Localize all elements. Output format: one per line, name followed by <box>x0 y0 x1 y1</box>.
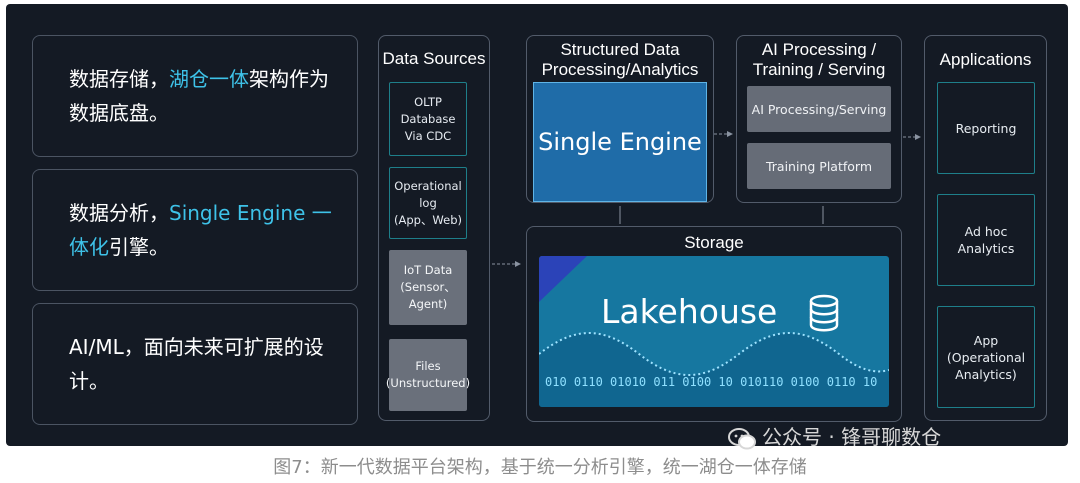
aiml-description-text: AI/ML，面向未来可扩展的设计。 <box>69 335 324 393</box>
source-oltp-database: OLTP Database Via CDC <box>389 82 467 156</box>
architecture-diagram: 数据存储，湖仓一体架构作为数据底盘。 数据分析，Single Engine 一体… <box>6 4 1068 446</box>
app-adhoc-analytics: Ad hoc Analytics <box>937 194 1035 286</box>
ai-title-line1: AI Processing / <box>761 40 877 59</box>
watermark-text: 公众号 · 锋哥聊数仓 <box>762 425 942 449</box>
storage-box: Storage Lakehouse 010 0110 01010 011 010… <box>526 226 902 422</box>
watermark: 公众号 · 锋哥聊数仓 <box>728 424 941 451</box>
source-iot-data: IoT Data (Sensor、 Agent) <box>389 250 467 325</box>
figure-caption: 图7：新一代数据平台架构，基于统一分析引擎，统一湖仓一体存储 <box>273 457 807 478</box>
storage-title: Storage <box>684 233 744 252</box>
wechat-icon <box>728 427 756 449</box>
structured-title-line1: Structured Data <box>560 40 680 59</box>
ai-processing-serving-box: AI Processing/Serving <box>747 86 891 132</box>
storage-description-panel: 数据存储，湖仓一体架构作为数据底盘。 <box>32 35 358 157</box>
ai-processing-box: AI Processing / Training / Serving AI Pr… <box>736 35 902 203</box>
ai-title-line2: Training / Serving <box>752 60 886 79</box>
source-operational-log: Operational log (App、Web) <box>389 167 467 239</box>
data-sources-box: Data Sources OLTP Database Via CDC Opera… <box>378 35 490 421</box>
aiml-description: AI/ML，面向未来可扩展的设计。 <box>69 330 337 398</box>
aiml-description-panel: AI/ML，面向未来可扩展的设计。 <box>32 303 358 425</box>
analytics-description-panel: 数据分析，Single Engine 一体化引擎。 <box>32 169 358 291</box>
training-platform-box: Training Platform <box>747 143 891 189</box>
analytics-description-suffix: 引擎。 <box>109 235 169 259</box>
structured-title-line2: Processing/Analytics <box>541 60 699 79</box>
binary-stream: 010 0110 01010 011 0100 10 010110 0100 0… <box>545 375 885 389</box>
structured-processing-box: Structured Data Processing/Analytics Sin… <box>526 35 714 203</box>
lakehouse-wave-dots <box>539 332 889 376</box>
app-reporting: Reporting <box>937 82 1035 174</box>
storage-description-prefix: 数据存储， <box>69 67 169 91</box>
analytics-description-highlight: Single Engine 一体化 <box>69 201 332 259</box>
applications-box: Applications Reporting Ad hoc Analytics … <box>924 35 1047 421</box>
lakehouse-block: Lakehouse 010 0110 01010 011 0100 10 010… <box>539 256 889 407</box>
storage-description-suffix: 架构作为数据底盘。 <box>69 67 329 125</box>
lakehouse-label: Lakehouse <box>601 292 778 331</box>
lakehouse-graphic <box>539 256 889 407</box>
app-operational-analytics: App (Operational Analytics) <box>937 306 1035 408</box>
data-sources-title: Data Sources <box>382 49 486 68</box>
source-files: Files (Unstructured) <box>386 339 470 411</box>
single-engine-label: Single Engine <box>538 128 702 156</box>
single-engine-block: Single Engine <box>533 82 707 202</box>
storage-description: 数据存储，湖仓一体架构作为数据底盘。 <box>69 62 337 130</box>
corner-triangle <box>539 256 587 302</box>
analytics-description-prefix: 数据分析， <box>69 201 169 225</box>
analytics-description: 数据分析，Single Engine 一体化引擎。 <box>69 196 337 264</box>
storage-description-highlight: 湖仓一体 <box>169 67 249 91</box>
database-icon <box>809 294 839 332</box>
applications-title: Applications <box>939 50 1032 69</box>
